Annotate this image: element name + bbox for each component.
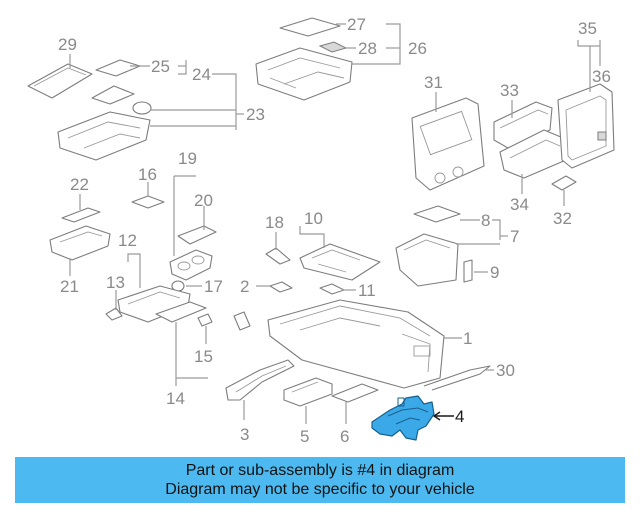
callout-28: 28 xyxy=(358,39,377,58)
part-31-bezel xyxy=(411,92,485,191)
callout-5: 5 xyxy=(300,427,309,446)
part-17-knob xyxy=(171,280,202,292)
part-21-tray xyxy=(49,225,111,276)
callout-19: 19 xyxy=(178,149,197,168)
banner-line-disclaimer: Diagram may not be specific to your vehi… xyxy=(165,481,475,498)
part-2-trim xyxy=(233,311,251,331)
callout-33: 33 xyxy=(500,81,519,100)
callout-17: 17 xyxy=(204,277,223,296)
part-19-insert xyxy=(169,249,213,281)
callout-29: 29 xyxy=(58,35,77,54)
callout-27: 27 xyxy=(347,15,366,34)
part-3-bracket xyxy=(225,359,295,420)
part-2-switch xyxy=(256,281,293,293)
callout-2: 2 xyxy=(240,277,249,296)
callout-9: 9 xyxy=(490,263,499,282)
part-13-bracket xyxy=(105,290,123,321)
part-35-panel xyxy=(557,40,615,169)
callout-7: 7 xyxy=(510,227,519,246)
part-22-pad xyxy=(61,194,101,223)
part-15-clip xyxy=(197,313,213,344)
callout-25: 25 xyxy=(151,57,170,76)
callout-4[interactable]: 4 xyxy=(455,407,464,426)
callout-16: 16 xyxy=(138,165,157,184)
part-28-latch xyxy=(318,41,356,53)
callout-22: 22 xyxy=(70,175,89,194)
callout-8: 8 xyxy=(481,211,490,230)
callout-34: 34 xyxy=(510,195,529,214)
callout-11: 11 xyxy=(358,281,376,300)
callout-10: 10 xyxy=(304,209,323,228)
callout-15: 15 xyxy=(194,347,213,366)
callout-13: 13 xyxy=(106,273,125,292)
callout-31: 31 xyxy=(424,73,443,92)
part-7-bin xyxy=(395,219,508,287)
part-8-liner xyxy=(413,205,480,223)
part-32-clip xyxy=(551,175,577,206)
part-20-cupholder xyxy=(173,175,217,256)
callout-12: 12 xyxy=(118,231,137,250)
part-26-console-top xyxy=(255,23,401,101)
part-11-plug xyxy=(319,283,356,295)
callout-30: 30 xyxy=(496,361,515,380)
callout-35: 35 xyxy=(578,19,597,38)
part-9-latch xyxy=(463,259,488,283)
part-16-cover xyxy=(131,182,165,209)
part-30-trim-strip xyxy=(423,365,494,391)
part-5-duct xyxy=(283,377,333,424)
callout-1: 1 xyxy=(463,329,472,348)
part-14-track xyxy=(155,301,208,386)
callout-6: 6 xyxy=(340,427,349,446)
callout-24: 24 xyxy=(192,65,211,84)
banner-line-part: Part or sub-assembly is #4 in diagram xyxy=(185,462,455,479)
part-29-mat xyxy=(27,54,93,99)
part-6-duct xyxy=(331,383,379,424)
callout-14: 14 xyxy=(166,389,185,408)
callout-32: 32 xyxy=(553,209,572,228)
callout-26: 26 xyxy=(408,39,427,58)
part-23-tray-assembly xyxy=(57,111,244,161)
callout-23: 23 xyxy=(246,105,265,124)
info-banner: Part or sub-assembly is #4 in diagram Di… xyxy=(15,457,625,503)
callout-21: 21 xyxy=(60,277,79,296)
callout-18: 18 xyxy=(265,213,284,232)
part-4-highlighted-bracket[interactable] xyxy=(371,395,454,441)
part-27-lid xyxy=(279,17,346,37)
part-18-clip xyxy=(265,232,291,265)
part-24-bracket xyxy=(132,60,237,115)
part-25-trays xyxy=(91,59,186,105)
part-33-trim xyxy=(493,100,553,149)
part-10-console-panel xyxy=(299,226,381,281)
callout-3: 3 xyxy=(240,425,249,444)
callout-36: 36 xyxy=(592,67,611,86)
callout-20: 20 xyxy=(194,191,213,210)
part-1-center-console xyxy=(267,299,462,389)
